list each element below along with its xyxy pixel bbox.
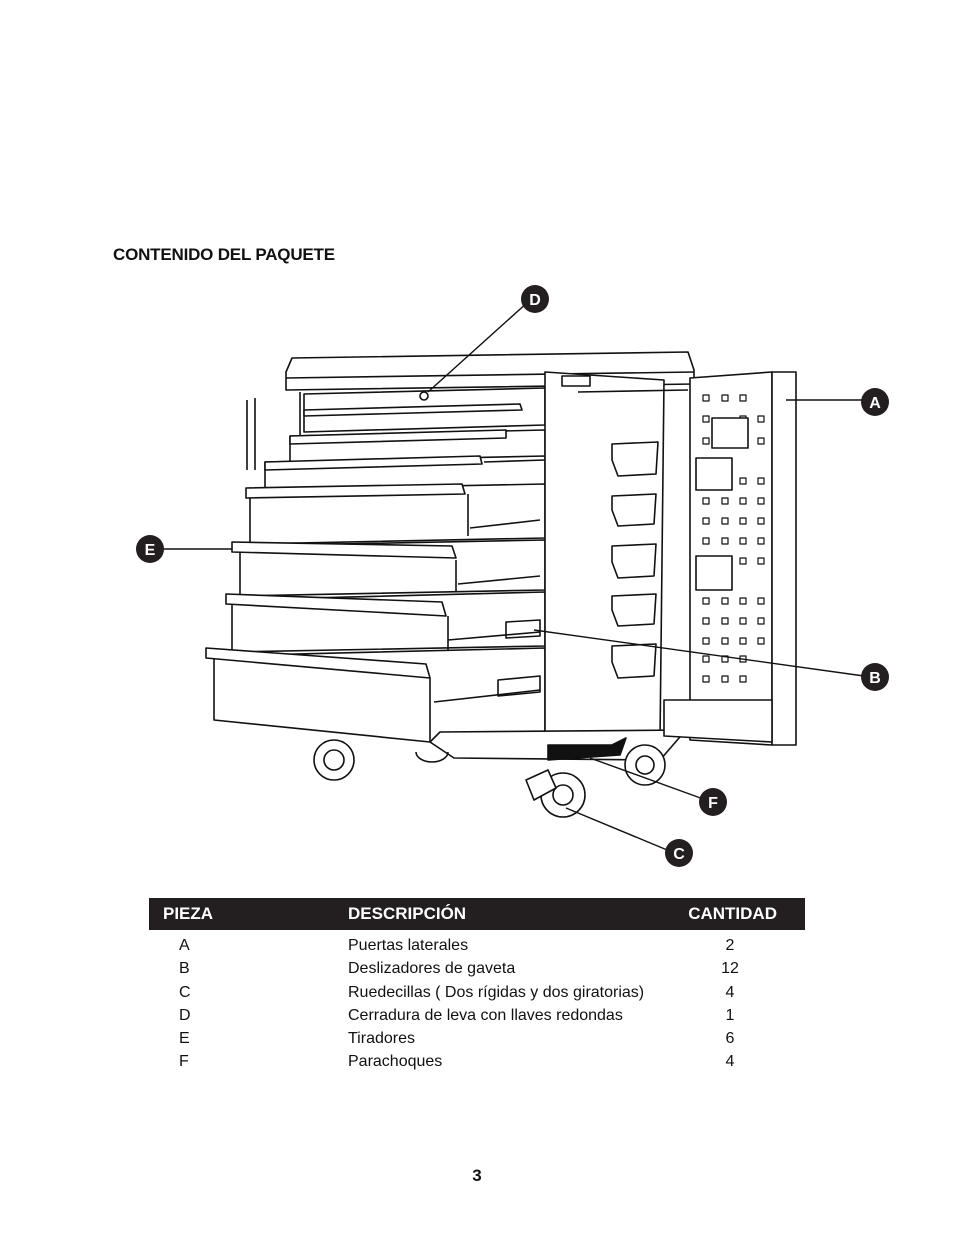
row-description: Puertas laterales (348, 937, 469, 954)
table-row: A Puertas laterales 2 (149, 934, 805, 957)
callout-d-label: D (529, 292, 541, 309)
row-piece: F (179, 1053, 189, 1071)
row-piece: C (179, 983, 191, 1001)
header-piece: PIEZA (163, 904, 214, 923)
row-quantity: 6 (725, 1030, 735, 1048)
row-quantity: 4 (725, 1053, 735, 1071)
callout-a-label: A (869, 395, 881, 412)
section-title: CONTENIDO DEL PAQUETE (113, 245, 335, 264)
row-piece: D (179, 1006, 191, 1024)
callout-c-label: C (673, 846, 685, 863)
row-piece: A (179, 937, 190, 954)
row-quantity: 4 (725, 983, 735, 1001)
row-quantity: 2 (725, 937, 735, 954)
callout-a: A (861, 388, 889, 416)
row-piece: B (179, 960, 190, 978)
parts-table: PIEZA DESCRIPCIÓN CANTIDAD A Puertas lat… (149, 898, 805, 1074)
callout-c: C (665, 839, 693, 867)
page-number: 3 (472, 1166, 482, 1185)
row-quantity: 1 (725, 1006, 735, 1024)
row-description: Cerradura de leva con llaves redondas (348, 1006, 623, 1024)
callout-e: E (136, 535, 164, 563)
table-row: C Ruedecillas ( Dos rígidas y dos girato… (149, 981, 805, 1004)
callout-d: D (521, 285, 549, 313)
tool-cart-diagram: D A E B F C (136, 285, 889, 867)
table-row: D Cerradura de leva con llaves redondas … (149, 1004, 805, 1027)
callout-f: F (699, 788, 727, 816)
header-description: DESCRIPCIÓN (348, 904, 467, 923)
row-piece: E (179, 1030, 190, 1048)
row-quantity: 12 (721, 960, 739, 978)
callout-e-label: E (145, 542, 156, 559)
header-quantity: CANTIDAD (688, 904, 777, 923)
table-row: F Parachoques 4 (149, 1050, 805, 1073)
table-row: B Deslizadores de gaveta 12 (149, 957, 805, 980)
table-row: E Tiradores 6 (149, 1027, 805, 1050)
row-description: Ruedecillas ( Dos rígidas y dos giratori… (348, 983, 645, 1001)
callout-f-label: F (708, 795, 718, 812)
row-description: Tiradores (348, 1030, 415, 1048)
row-description: Deslizadores de gaveta (348, 960, 516, 978)
row-description: Parachoques (348, 1053, 443, 1071)
callout-b: B (861, 663, 889, 691)
callout-b-label: B (869, 670, 881, 687)
table-header: PIEZA DESCRIPCIÓN CANTIDAD (149, 898, 805, 930)
